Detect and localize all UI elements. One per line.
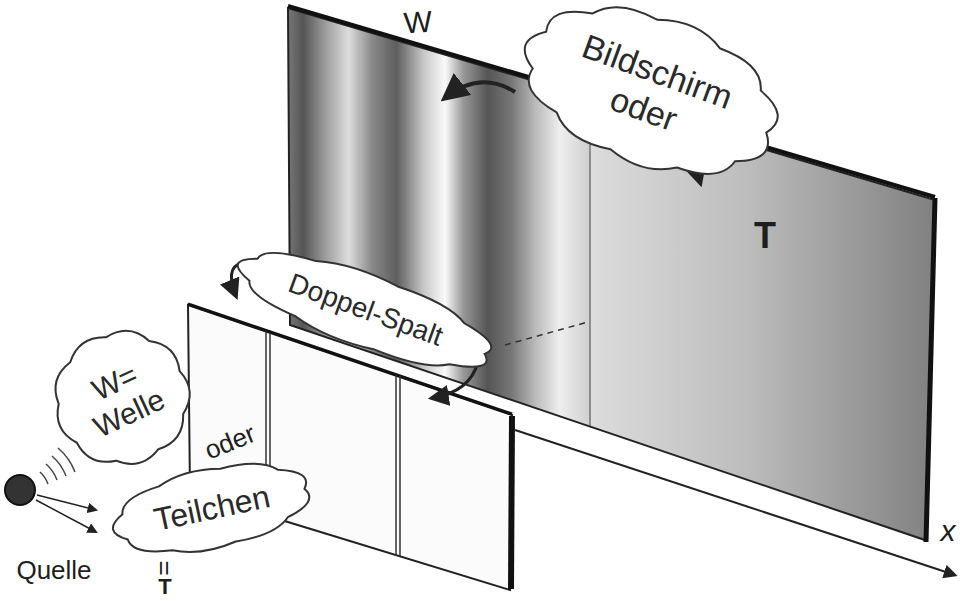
- label-text: =: [151, 560, 180, 575]
- wave-front: [46, 464, 57, 480]
- label-text: x: [941, 514, 956, 547]
- cloud-shape: [500, 0, 797, 204]
- particle-arrow: [36, 500, 96, 532]
- cloud-shape: [105, 449, 316, 569]
- axis-dash: [505, 322, 588, 345]
- thought-cloud: W= Welle: [29, 306, 214, 490]
- source-dot: [5, 475, 35, 505]
- wave-front: [52, 456, 66, 476]
- screen-divider: [590, 96, 591, 426]
- pointer-arrow: [445, 82, 515, 98]
- screen-top-edge: [288, 6, 935, 197]
- slit: [399, 376, 401, 556]
- cloud-shape: [32, 310, 210, 487]
- label-text: T: [158, 575, 171, 599]
- slit: [395, 375, 397, 555]
- slit-plate-edge: [511, 416, 512, 589]
- screen-side-edge: [926, 198, 935, 542]
- label-text: T: [754, 216, 776, 256]
- wave-front: [40, 472, 48, 484]
- particle-arrow: [37, 495, 96, 510]
- cloud-shape: [225, 230, 500, 389]
- wave-front: [58, 448, 75, 472]
- label-text: Quelle: [16, 556, 91, 585]
- x-axis: [515, 430, 955, 575]
- label-text: W: [403, 5, 434, 40]
